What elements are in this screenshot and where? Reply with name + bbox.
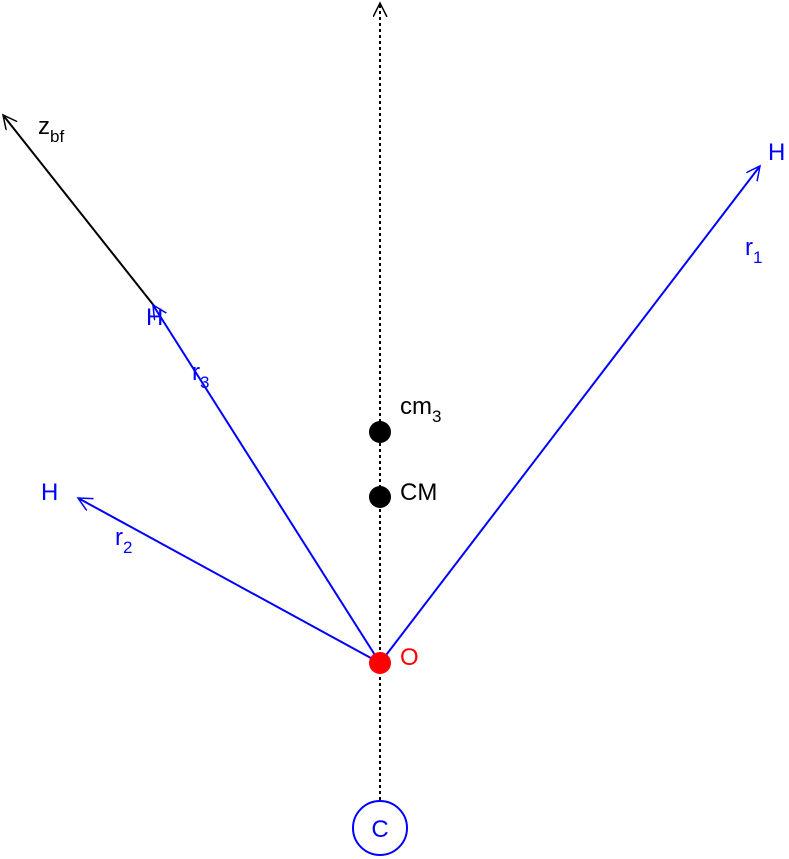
center-label: C bbox=[371, 816, 388, 843]
cm-label: CM bbox=[400, 479, 437, 506]
cm3-point bbox=[369, 421, 391, 443]
h3-label: H bbox=[146, 304, 163, 331]
h2-label: H bbox=[41, 479, 58, 506]
cm3-label: cm3 bbox=[400, 393, 441, 426]
r3-vector bbox=[153, 305, 381, 664]
r2-label: r2 bbox=[115, 524, 132, 557]
origin-point bbox=[369, 652, 391, 674]
r1-vector bbox=[379, 166, 760, 664]
r2-vector bbox=[78, 497, 381, 664]
h1-label: H bbox=[768, 139, 785, 166]
cm-point bbox=[369, 486, 391, 508]
zbf-label: zbf bbox=[38, 113, 64, 146]
center-circle bbox=[352, 800, 408, 856]
r1-label: r1 bbox=[745, 234, 762, 267]
origin-label: O bbox=[400, 644, 419, 671]
zbf-axis bbox=[3, 115, 156, 308]
r3-label: r3 bbox=[192, 359, 209, 392]
